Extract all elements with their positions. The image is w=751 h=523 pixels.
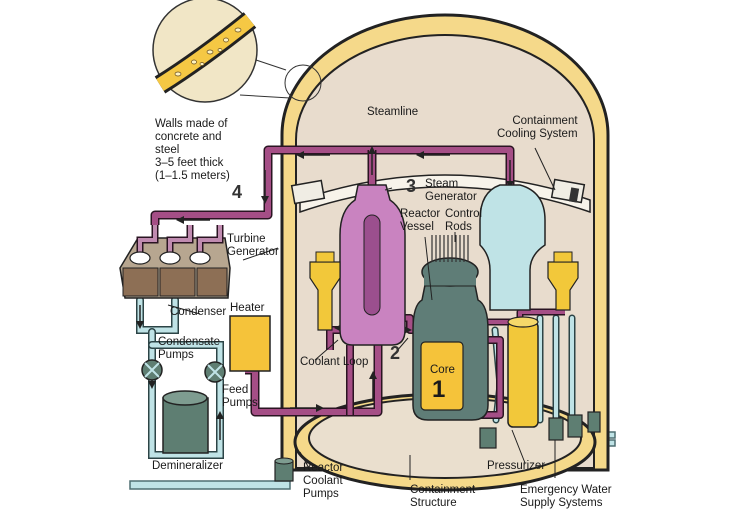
condensate-pumps-label: Condensate Pumps [158,336,221,361]
reactor-coolant-pumps-label: Reactor Coolant Pumps [303,462,344,500]
pressurizer-label: Pressurizer [487,460,546,472]
left-side-unit [309,251,341,331]
coolant-loop-label: Coolant Loop [300,356,369,368]
emergency-water-label: Emergency Water Supply Systems [520,484,612,509]
steam-generator-label: Steam Generator [425,178,477,203]
steam-generator [339,184,406,346]
condensate-pump [141,359,163,381]
feed-pumps-label: Feed Pumps [222,384,258,409]
turbine-generator-label: Turbine Generator [227,233,279,258]
demineralizer-label: Demineralizer [152,460,223,472]
heater [229,315,271,372]
wall-magnifier [152,0,322,103]
number-one: 1 [432,376,446,403]
control-rods-label: Control Rods [445,208,483,233]
emergency-water-tanks [479,411,601,449]
number-four: 4 [232,182,243,202]
demineralizer [162,390,209,454]
core-label: Core [430,364,455,376]
control-rods [431,235,469,262]
feed-pump [204,361,226,383]
right-side-unit [547,251,579,311]
containment-structure-label: Containment Structure [410,484,476,509]
steamline-label: Steamline [367,106,419,118]
walls-label: Walls made of concrete and steel 3–5 fee… [155,118,230,182]
heater-label: Heater [230,302,265,314]
outside-tank [274,457,294,482]
containment-cooling-tank [479,184,546,311]
condenser-label: Condenser [170,306,227,318]
number-three: 3 [406,176,417,196]
containment-cooling-label: Containment Cooling System [497,115,578,140]
reactor-vessel [412,257,489,421]
reactor-vessel-label: Reactor Vessel [400,208,441,233]
turbine-generator [119,225,231,299]
pressurizer [507,316,539,428]
leader-lines [167,147,556,480]
number-two: 2 [390,343,401,363]
